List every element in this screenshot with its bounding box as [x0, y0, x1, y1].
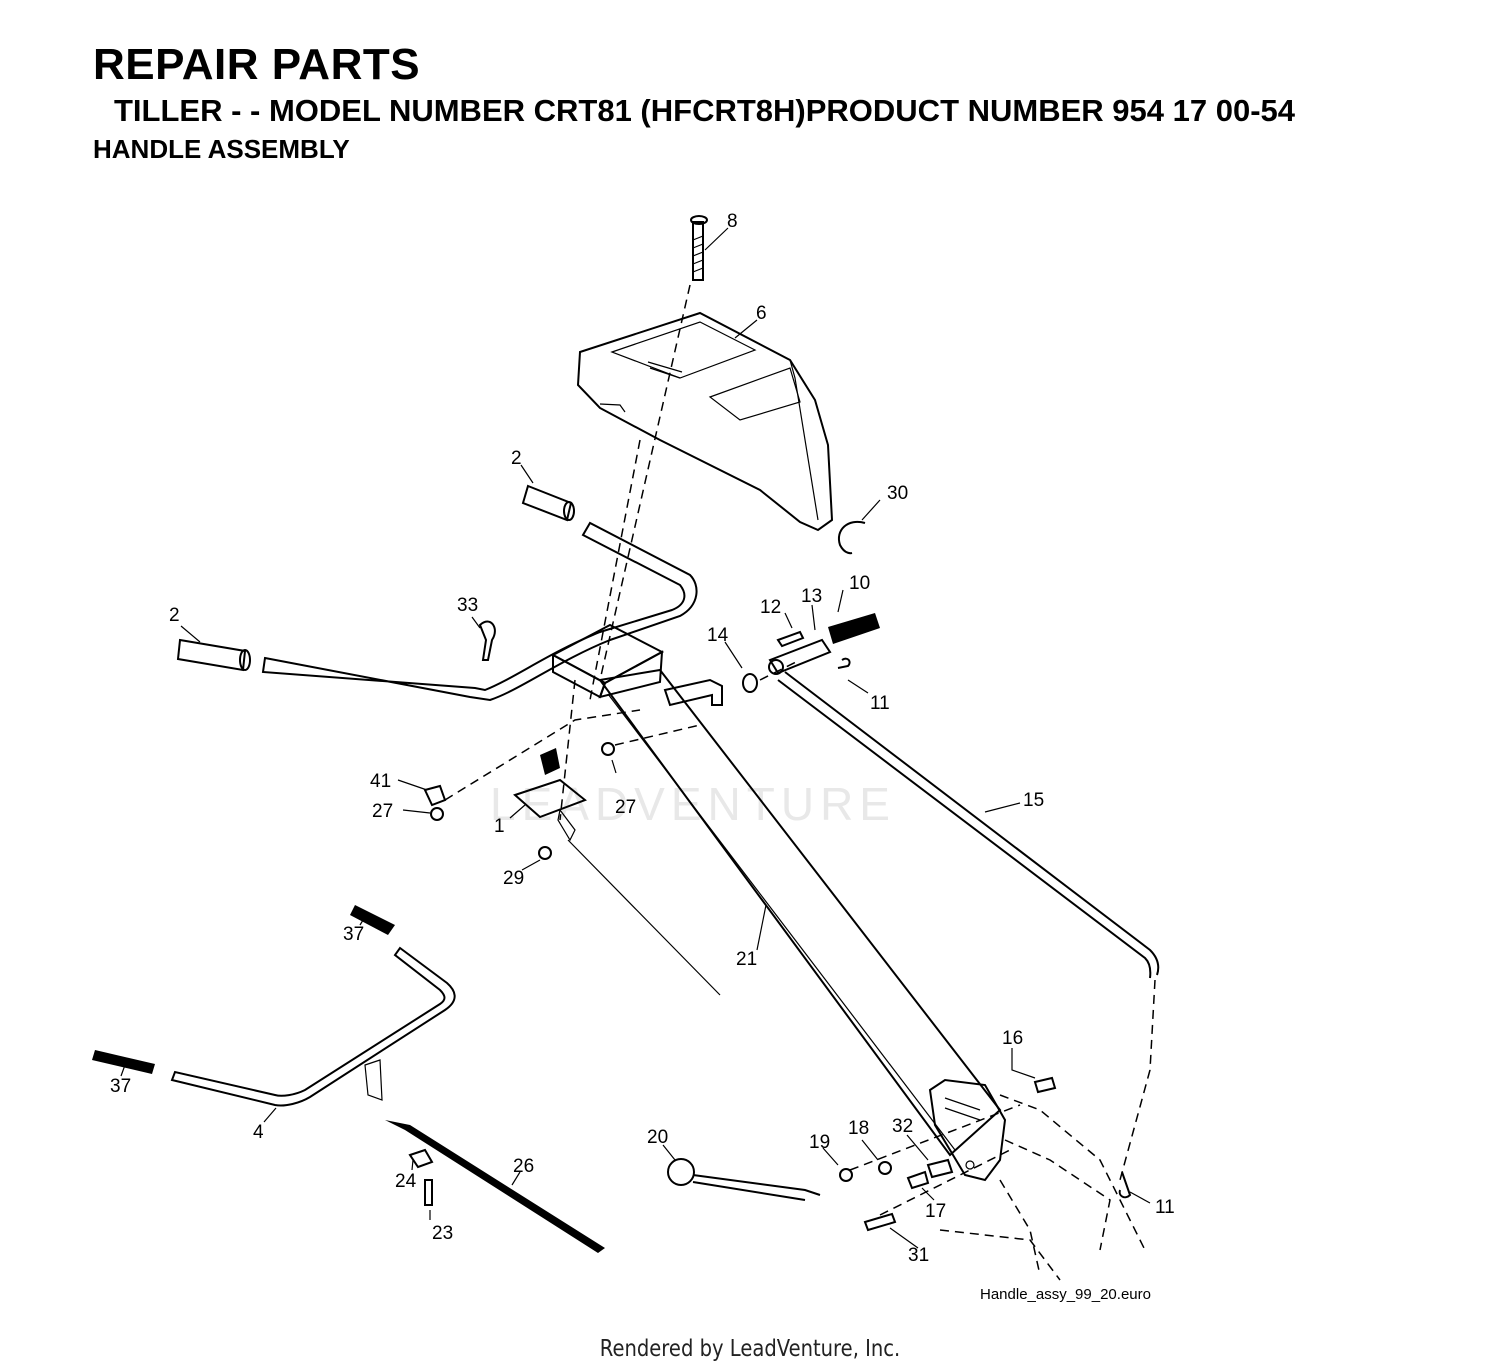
nut-part-29: [538, 846, 552, 860]
transmission-outline: [939, 1094, 1146, 1281]
model-subtitle: TILLER - - MODEL NUMBER CRT81 (HFCRT8H)P…: [114, 93, 1295, 128]
callout-15: 15: [1023, 790, 1044, 811]
callout-29: 29: [503, 868, 524, 889]
callout-23: 23: [432, 1223, 453, 1244]
bolt-part-31: [863, 1212, 897, 1232]
bolt-part-12: [776, 630, 805, 648]
clamp-part-41: [423, 784, 447, 807]
callout-27-right: 27: [615, 797, 636, 818]
pivot-part-13: [768, 638, 832, 675]
nut-part-18: [878, 1161, 892, 1175]
clip-part-24: [408, 1148, 434, 1169]
callout-31: 31: [908, 1245, 929, 1266]
callout-11-lower: 11: [1155, 1197, 1175, 1218]
handle-bracket: [550, 623, 723, 707]
section-title: HANDLE ASSEMBLY: [93, 134, 350, 164]
callout-4: 4: [253, 1122, 264, 1143]
nut-part-27-left: [430, 807, 444, 821]
leader-lines: [120, 227, 1151, 1249]
spacer-part-14: [742, 673, 758, 693]
callout-27-left: 27: [372, 801, 393, 822]
insert-part-32: [926, 1158, 954, 1179]
callout-41: 41: [370, 771, 391, 792]
callout-37-lower: 37: [110, 1076, 131, 1097]
watermark: LEADVENTURE: [490, 778, 896, 830]
bracket-part-1: [513, 748, 721, 996]
rod-part-15: [777, 671, 1160, 979]
callout-12: 12: [760, 597, 781, 618]
callout-24: 24: [395, 1171, 417, 1192]
page-title: REPAIR PARTS: [93, 40, 421, 89]
clip-part-30: [837, 520, 866, 555]
grip-part-2-left: [176, 638, 251, 672]
console-part-6: [576, 311, 834, 532]
screw-part-8: [690, 215, 708, 281]
callout-1: 1: [494, 816, 505, 837]
callout-21: 21: [736, 949, 757, 970]
nut-part-27-right: [601, 742, 615, 756]
callout-30: 30: [887, 483, 908, 504]
bolt-part-16: [1033, 1076, 1057, 1094]
grip-part-10: [828, 613, 880, 644]
callout-8: 8: [727, 211, 738, 232]
callout-17: 17: [925, 1201, 946, 1222]
callout-2-left: 2: [169, 605, 180, 626]
callout-19: 19: [809, 1132, 830, 1153]
callout-37-upper: 37: [343, 924, 364, 945]
washer-part-19: [839, 1168, 853, 1182]
callout-16: 16: [1002, 1028, 1023, 1049]
grip-part-37-lower: [92, 1050, 155, 1074]
callout-14: 14: [707, 625, 729, 646]
callout-26: 26: [513, 1156, 534, 1177]
callout-11-upper: 11: [870, 693, 890, 714]
pin-part-11-upper: [837, 657, 851, 669]
callout-20: 20: [647, 1127, 668, 1148]
assembly-lines: [444, 284, 1021, 1216]
bolt-part-33: [478, 620, 496, 661]
callout-33: 33: [457, 595, 478, 616]
callout-2-upper: 2: [511, 448, 522, 469]
callout-18: 18: [848, 1118, 869, 1139]
grip-part-37-upper: [350, 905, 395, 935]
bolt-part-23: [424, 1179, 433, 1206]
pin-part-11-lower: [1118, 1171, 1132, 1199]
handlebar: [261, 521, 698, 702]
insert-part-17: [906, 1170, 930, 1190]
lever-part-20: [667, 1158, 821, 1201]
rod-part-26: [385, 1120, 605, 1253]
lower-handle-part-4: [170, 946, 456, 1107]
lower-bracket: [928, 1078, 1007, 1182]
footer-credit: Rendered by LeadVenture, Inc.: [599, 1336, 901, 1362]
callout-10: 10: [849, 573, 870, 594]
grip-part-2-upper: [521, 484, 575, 522]
callout-6: 6: [756, 303, 767, 324]
callout-13: 13: [801, 586, 822, 607]
callout-32: 32: [892, 1116, 913, 1137]
figure-filename: Handle_assy_99_20.euro: [980, 1286, 1151, 1303]
